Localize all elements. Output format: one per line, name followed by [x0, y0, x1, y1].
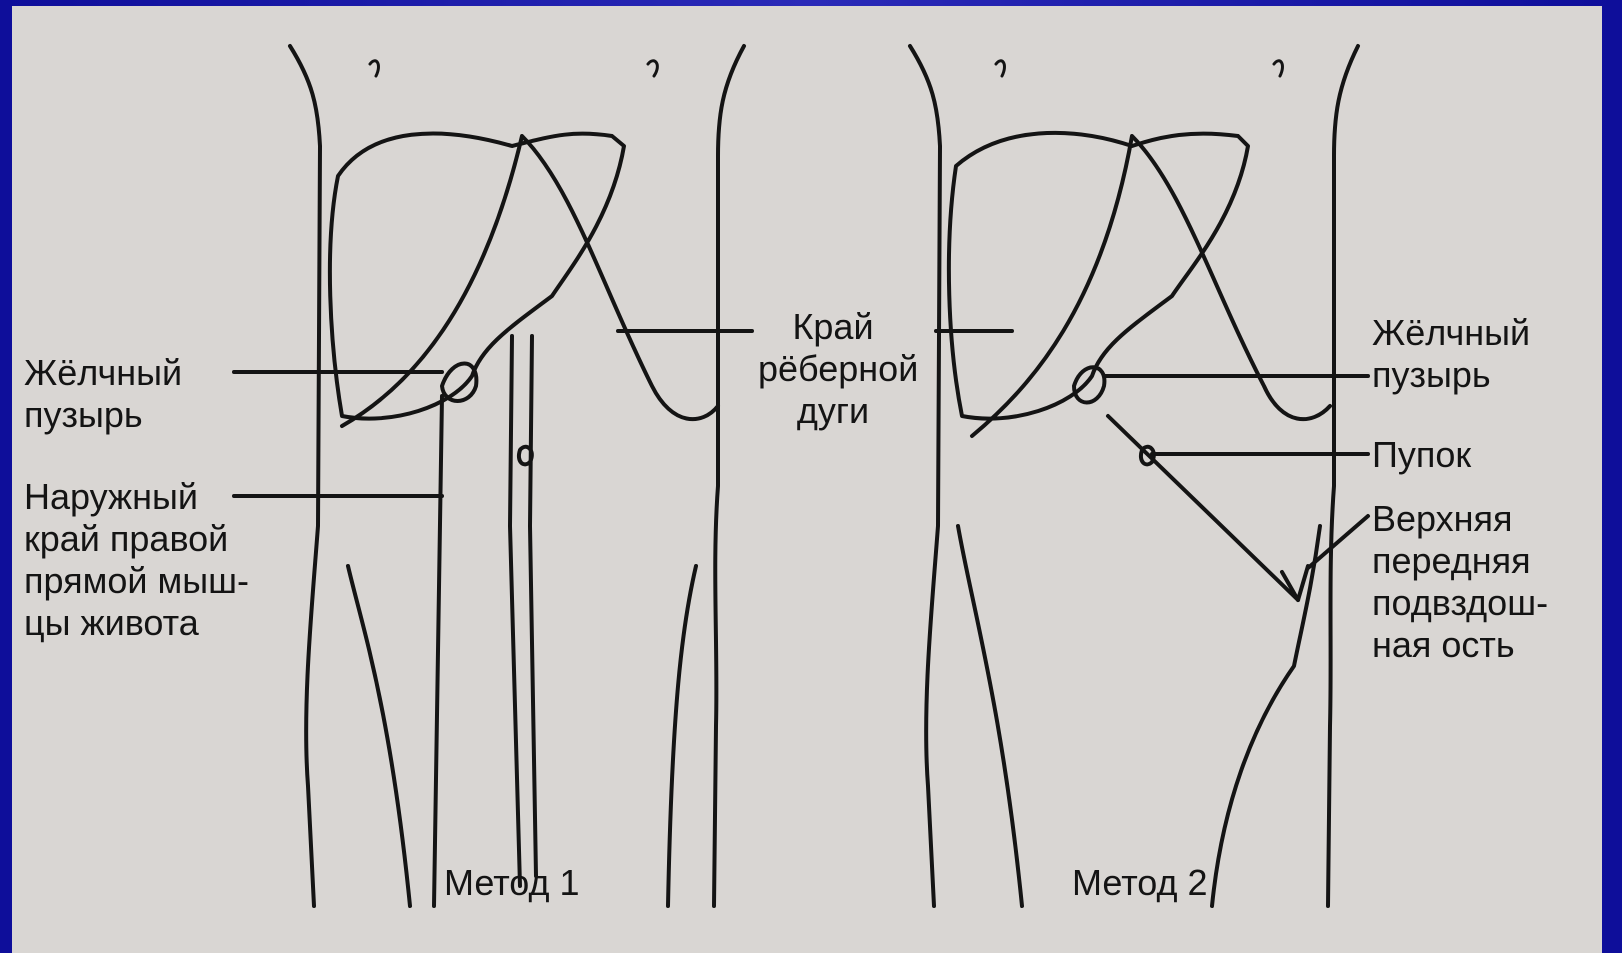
- label-rectus-edge: Наружный край правой прямой мыш- цы живо…: [24, 476, 249, 644]
- method2-liver: [949, 133, 1330, 600]
- label-iliac-spine: Верхняя передняя подвздош- ная ость: [1372, 498, 1548, 666]
- abdomen-diagram: [12, 6, 1602, 953]
- method2-torso-right-outline: [1328, 46, 1358, 906]
- method2-spino-umbilical-line: [1108, 416, 1298, 600]
- method1-small-marks: [370, 61, 657, 76]
- method2-gallbladder: [1074, 367, 1104, 402]
- method1-liver: [330, 134, 718, 906]
- method1-gallbladder: [442, 364, 476, 402]
- method2-torso-left-outline: [910, 46, 940, 906]
- method2-torso: [910, 46, 1358, 906]
- method1-linea-alba-2: [530, 336, 536, 876]
- method1-torso: [290, 46, 744, 906]
- method1-linea-alba: [510, 336, 520, 886]
- label-navel: Пупок: [1372, 434, 1471, 476]
- caption-method-1: Метод 1: [444, 862, 580, 904]
- method1-hip-left: [348, 566, 410, 906]
- method1-rectus-line: [434, 396, 442, 906]
- label-gallbladder-right: Жёлчный пузырь: [1372, 312, 1530, 396]
- method1-torso-right-outline: [714, 46, 744, 906]
- caption-method-2: Метод 2: [1072, 862, 1208, 904]
- method2-hip-left: [958, 526, 1022, 906]
- label-costal-arch: Край рёберной дуги: [758, 306, 908, 432]
- method1-torso-left-outline: [290, 46, 320, 906]
- label-gallbladder-left: Жёлчный пузырь: [24, 352, 182, 436]
- method1-hip-right: [668, 566, 696, 906]
- method2-iliac-mark: [1282, 566, 1308, 600]
- book-page-photo: Жёлчный пузырь Наружный край правой прям…: [12, 6, 1602, 953]
- method2-small-marks: [996, 61, 1282, 76]
- method2-costal-arch: [972, 136, 1330, 436]
